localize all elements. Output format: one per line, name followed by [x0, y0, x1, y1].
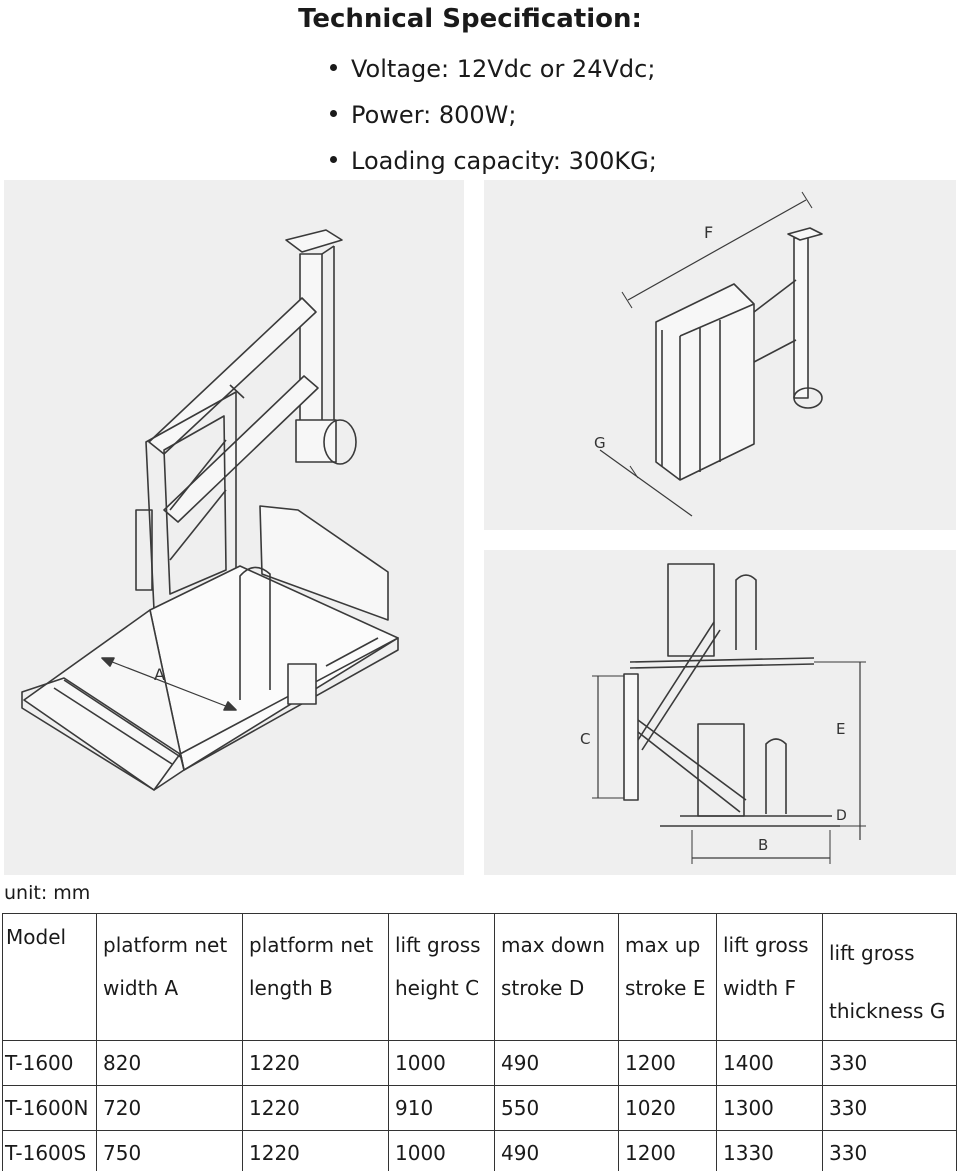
spec-item: Voltage: 12Vdc or 24Vdc;	[330, 46, 657, 92]
dimension-label-e: E	[836, 720, 845, 738]
dimension-label-c: C	[580, 730, 590, 748]
table-cell: 1300	[716, 1085, 823, 1131]
dimension-label-g: G	[594, 434, 606, 452]
table-header-cell: lift gross height C	[388, 913, 495, 1041]
table-cell: 1200	[618, 1130, 717, 1171]
unit-note: unit: mm	[4, 882, 91, 904]
table-cell: 820	[96, 1040, 243, 1086]
lift-side-view-drawing: C E D B	[484, 550, 956, 875]
table-cell: 1220	[242, 1085, 389, 1131]
table-cell: 1220	[242, 1130, 389, 1171]
table-row: T-1600S 750 1220 1000 490 1200 1330 330	[2, 1130, 957, 1171]
table-header-row: Model platform net width A platform net …	[2, 913, 957, 1041]
table-cell: 750	[96, 1130, 243, 1171]
dimension-label-f: F	[704, 223, 713, 242]
table-cell: 1020	[618, 1085, 717, 1131]
table-header-cell: Model	[2, 913, 97, 1041]
spec-list: Voltage: 12Vdc or 24Vdc; Power: 800W; Lo…	[330, 46, 657, 184]
table-cell: 910	[388, 1085, 495, 1131]
table-cell: 330	[822, 1130, 957, 1171]
table-cell: 1330	[716, 1130, 823, 1171]
table-header-cell: lift gross width F	[716, 913, 823, 1041]
table-header-cell: platform net length B	[242, 913, 389, 1041]
table-cell: 490	[494, 1040, 619, 1086]
spec-table: Model platform net width A platform net …	[2, 913, 957, 1171]
bullet-icon	[330, 63, 337, 71]
table-row: T-1600 820 1220 1000 490 1200 1400 330	[2, 1040, 957, 1086]
table-row: T-1600N 720 1220 910 550 1020 1300 330	[2, 1085, 957, 1131]
dimension-label-d: D	[836, 808, 847, 824]
spec-text: Voltage: 12Vdc or 24Vdc;	[351, 55, 656, 83]
dimension-label-b: B	[758, 836, 768, 854]
table-cell: 1220	[242, 1040, 389, 1086]
bullet-icon	[330, 155, 337, 163]
table-cell: T-1600S	[2, 1130, 97, 1171]
spec-text: Loading capacity: 300KG;	[351, 147, 657, 175]
page-title: Technical Specification:	[298, 4, 642, 34]
table-cell: 1200	[618, 1040, 717, 1086]
spec-text: Power: 800W;	[351, 101, 517, 129]
table-header-cell: max up stroke E	[618, 913, 717, 1041]
table-header-cell: max down stroke D	[494, 913, 619, 1041]
table-cell: 1000	[388, 1040, 495, 1086]
table-cell: 330	[822, 1085, 957, 1131]
table-cell: 550	[494, 1085, 619, 1131]
table-cell: 330	[822, 1040, 957, 1086]
lift-isometric-drawing: A	[4, 180, 464, 875]
table-header-cell: platform net width A	[96, 913, 243, 1041]
table-cell: 490	[494, 1130, 619, 1171]
table-cell: 1400	[716, 1040, 823, 1086]
table-cell: T-1600	[2, 1040, 97, 1086]
table-cell: 1000	[388, 1130, 495, 1171]
dimension-label-a: A	[154, 665, 165, 684]
lift-folded-view-drawing: F G	[484, 180, 956, 530]
spec-item: Loading capacity: 300KG;	[330, 138, 657, 184]
table-cell: 720	[96, 1085, 243, 1131]
table-header-cell: lift gross thickness G	[822, 913, 957, 1041]
spec-item: Power: 800W;	[330, 92, 657, 138]
table-cell: T-1600N	[2, 1085, 97, 1131]
bullet-icon	[330, 109, 337, 117]
